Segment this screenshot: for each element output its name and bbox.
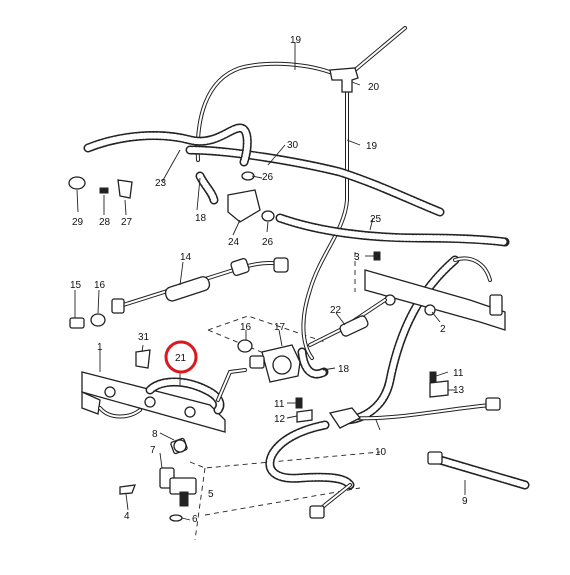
callout-3: 3 [354, 252, 360, 263]
callout-16-right: 16 [240, 322, 252, 333]
callout-29: 29 [72, 217, 84, 228]
highlight-circle [164, 340, 198, 374]
callout-20: 20 [368, 82, 380, 93]
callout-16-left: 16 [94, 280, 106, 291]
callout-24: 24 [228, 237, 240, 248]
pressure-regulator-17 [249, 344, 301, 383]
callout-27: 27 [121, 217, 133, 228]
callout-25: 25 [370, 214, 382, 225]
callout-21: 21 [175, 353, 187, 364]
callout-14: 14 [180, 252, 192, 263]
callout-11-left: 11 [274, 399, 285, 410]
callout-18-bottom: 18 [338, 364, 350, 375]
callout-26-bottom: 26 [262, 237, 274, 248]
hose-10 [265, 255, 460, 490]
callout-5: 5 [208, 489, 214, 500]
callout-10: 10 [375, 447, 387, 458]
callout-9: 9 [462, 496, 468, 507]
callout-23: 23 [155, 178, 167, 189]
callout-17: 17 [274, 322, 286, 333]
fuel-line-22 [308, 298, 387, 347]
callout-4: 4 [124, 511, 130, 522]
callout-30: 30 [287, 140, 299, 151]
highlight-21 [164, 340, 198, 386]
connector-10 [328, 407, 362, 429]
leader-lines [74, 42, 466, 521]
callout-8: 8 [152, 429, 158, 440]
fuel-line-14 [111, 257, 289, 314]
small-parts [68, 171, 449, 495]
callout-11-right: 11 [453, 368, 464, 379]
hose-18-bottom [297, 347, 329, 379]
hose-9 [316, 403, 530, 514]
hose-25 [275, 213, 510, 247]
callout-12: 12 [274, 414, 286, 425]
fuel-rail-2 [364, 256, 506, 331]
callout-22: 22 [330, 305, 342, 316]
callout-labels: 19 20 19 30 23 26 18 24 26 25 29 28 27 3… [70, 35, 468, 525]
callout-18-top: 18 [195, 213, 207, 224]
callout-26-top: 26 [262, 172, 274, 183]
callout-13: 13 [453, 385, 465, 396]
callout-7: 7 [150, 445, 156, 456]
fuel-rail-1 [81, 371, 226, 433]
callout-19-top: 19 [290, 35, 302, 46]
callout-31: 31 [138, 332, 150, 343]
hose-30 [185, 145, 445, 217]
callout-28: 28 [99, 217, 111, 228]
vacuum-line-19 [195, 26, 407, 360]
hose-18-top [195, 171, 219, 205]
callout-1: 1 [97, 342, 103, 353]
callout-2: 2 [440, 324, 446, 335]
callout-19-right: 19 [366, 141, 378, 152]
t-connector-20 [329, 67, 359, 93]
callout-15: 15 [70, 280, 82, 291]
callout-6: 6 [192, 514, 198, 525]
braided-hose-21 [145, 368, 247, 415]
hose-23 [83, 123, 252, 167]
fittings-9 [309, 397, 501, 519]
